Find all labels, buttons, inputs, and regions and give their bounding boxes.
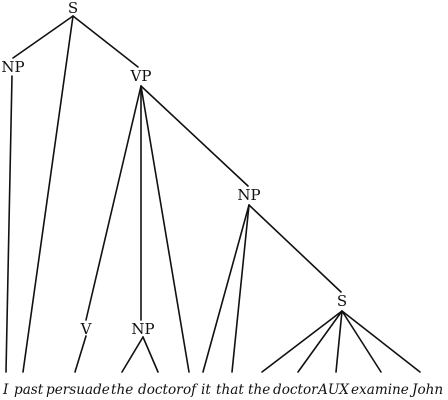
leaf-doctor-1: doctor: [138, 382, 184, 398]
node-np-object: NP: [237, 186, 260, 204]
terminal-string: I past persuade the doctor of it that th…: [2, 382, 443, 398]
node-np-subject: NP: [1, 58, 24, 76]
leaf-i: I: [2, 382, 9, 398]
branch-s_root-to-w_past: [22, 15, 74, 373]
leaf-it: it: [201, 382, 211, 398]
node-vp: VP: [130, 67, 152, 85]
node-v: V: [80, 320, 93, 338]
leaf-examine: examine: [351, 382, 409, 398]
branch-np_obj-to-w_that: [231, 204, 250, 373]
branch-s_root-to-np_subj: [12, 15, 74, 59]
branch-vp-to-np_obj: [140, 85, 249, 187]
leaf-aux: AUX: [316, 382, 350, 398]
branch-s_emb-to-w_john: [341, 310, 421, 373]
leaf-persuade: persuade: [46, 382, 110, 398]
branch-s_emb-to-w_aux: [335, 310, 343, 373]
leaf-past: past: [14, 382, 44, 398]
branch-np_subj-to-w_i: [5, 75, 13, 373]
node-s-root: S: [68, 0, 78, 17]
leaf-the-2: the: [248, 382, 270, 398]
branch-s_emb-to-w_the2: [261, 310, 343, 373]
branch-np_doc-to-w_the1: [121, 336, 144, 373]
branch-s_emb-to-w_examine: [341, 310, 382, 373]
branch-vp-to-v: [85, 85, 142, 321]
branch-np_doc-to-w_doctor1: [142, 336, 159, 373]
branch-np_obj-to-w_it: [202, 204, 250, 373]
leaf-john: John: [409, 382, 443, 398]
branch-s_root-to-vp: [72, 15, 139, 68]
leaf-that: that: [216, 382, 244, 398]
leaf-doctor-2: doctor: [273, 382, 319, 398]
node-np-doctor: NP: [131, 320, 154, 338]
branch-v-to-w_persuade: [74, 335, 87, 373]
tree-branches: [5, 15, 421, 373]
node-s-embedded: S: [337, 292, 347, 310]
leaf-of: of: [183, 382, 199, 398]
leaf-the-1: the: [111, 382, 133, 398]
branch-np_obj-to-s_emb: [248, 204, 342, 293]
branch-vp-to-w_of: [140, 85, 190, 373]
branch-s_emb-to-w_doctor2: [297, 310, 343, 373]
